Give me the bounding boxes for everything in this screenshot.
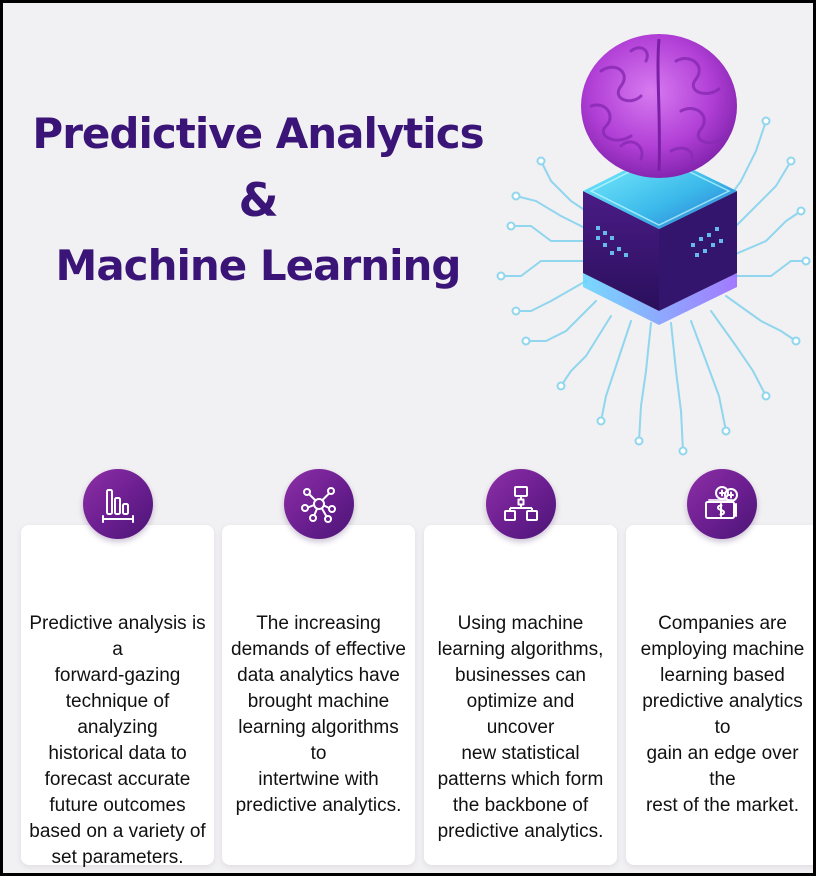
card-text-line: the backbone of (452, 795, 589, 816)
card-text-line: Companies are (658, 613, 787, 634)
card-text-line: forecast accurate (44, 769, 191, 790)
card-text-line: historical data to (48, 743, 187, 764)
card-text-line: demands of effective (231, 639, 406, 660)
card-text-line: new statistical (461, 743, 580, 764)
card-text-line: gain an edge over the (646, 743, 799, 790)
card-text-line: businesses can (455, 665, 586, 686)
card-text-line: based on a variety of (29, 821, 206, 842)
title-line-1: Predictive Analytics (32, 109, 484, 158)
card-text: Predictive analysis is a forward-gazing … (29, 611, 206, 871)
card-text-line: learning algorithms to (238, 717, 399, 764)
card-text-line: brought machine (247, 691, 390, 712)
card-text-line: set parameters. (51, 847, 184, 868)
card-text-line: optimize and uncover (466, 691, 575, 738)
card-text-line: predictive analytics. (437, 821, 604, 842)
card-text-line: predictive analytics to (642, 691, 803, 738)
circuit-nodes (496, 116, 811, 456)
card-text-line: rest of the market. (645, 795, 800, 816)
hierarchy-flowchart-icon (486, 469, 556, 539)
title-ampersand: & (238, 173, 278, 227)
card-text-line: predictive analytics. (235, 795, 402, 816)
card-text-line: learning based (660, 665, 785, 686)
info-card-1: Predictive analysis is a forward-gazing … (21, 525, 214, 868)
title-line-3: Machine Learning (55, 241, 462, 290)
card-text: Companies are employing machine learning… (634, 611, 811, 819)
card-text-line: Using machine (457, 613, 584, 634)
bar-chart-icon (83, 469, 153, 539)
card-text-line: learning algorithms, (437, 639, 604, 660)
card-text-line: patterns which form (437, 769, 604, 790)
brain-on-chip-illustration (496, 34, 811, 456)
brain-icon (581, 34, 737, 178)
card-text-line: employing machine (640, 639, 805, 660)
card-text-line: intertwine with (258, 769, 379, 790)
info-card-3: Using machine learning algorithms, busin… (424, 525, 617, 865)
card-text: The increasing demands of effective data… (230, 611, 407, 819)
card-text-line: data analytics have (237, 665, 400, 686)
card-text-line: forward-gazing (54, 665, 181, 686)
card-text-line: The increasing (256, 613, 381, 634)
card-text: Using machine learning algorithms, busin… (432, 611, 609, 845)
info-card-4: Companies are employing machine learning… (626, 525, 813, 865)
card-text-line: technique of analyzing (65, 691, 170, 738)
money-coins-icon (687, 469, 757, 539)
card-text-line: Predictive analysis is a (29, 613, 206, 660)
network-nodes-icon (284, 469, 354, 539)
info-card-2: The increasing demands of effective data… (222, 525, 415, 865)
card-text-line: future outcomes (49, 795, 186, 816)
page-title: Predictive Analytics & Machine Learning (23, 103, 493, 297)
circuit-traces (500, 120, 807, 452)
